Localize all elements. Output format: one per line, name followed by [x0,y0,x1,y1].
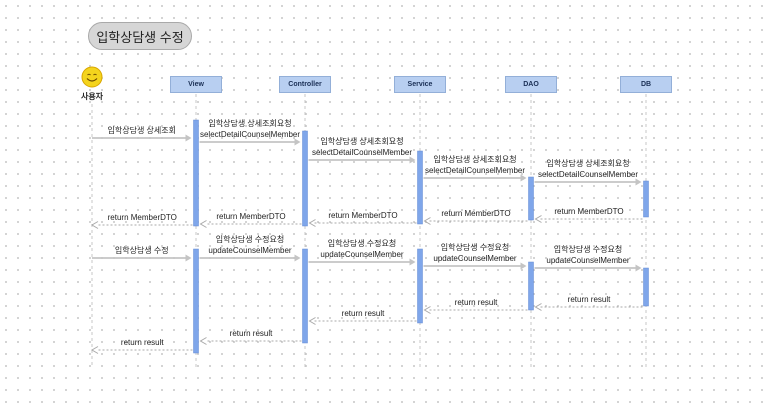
diagram-title: 입학상담생 수정 [88,22,192,50]
arrow-head [520,174,527,182]
arrow-head [294,254,301,262]
message-label: 입학상담생 수정요청 [216,234,284,244]
message-label: return result [121,338,164,347]
message-label: return result [455,298,498,307]
message-label: 입학상담생 상세조회요청 [433,154,516,164]
arrow-head [294,138,301,146]
message-label: 입학상담생 상세조회요청 [546,158,629,168]
message-label: return MemberDTO [328,211,397,220]
arrow-head [635,178,642,186]
lane-header-service: Service [394,76,446,93]
arrow-head [199,337,207,345]
message-label: return MemberDTO [441,209,510,218]
message-label: selectDetailCounselMember [538,170,638,179]
smiley-face-icon [81,66,103,88]
lane-header-dao: DAO [505,76,557,93]
arrow-head [409,258,416,266]
message-label: return result [568,295,611,304]
arrow-head [534,303,542,311]
arrow-head [520,262,527,270]
message-label: 입학상담생 수정요청 [554,244,622,254]
arrow-head [91,346,99,354]
arrow-head [308,219,316,227]
lane-header-view: View [170,76,222,93]
arrow-head [423,217,431,225]
activation-bar-db [643,180,649,218]
message-label: selectDetailCounselMember [425,166,525,175]
activation-bar-dao [528,261,534,311]
message-label: 입학상담생 수정 [115,245,169,255]
message-label: return MemberDTO [216,212,285,221]
message-label: updateCounselMember [208,246,291,255]
lane-header-db: DB [620,76,672,93]
message-label: return MemberDTO [108,213,177,222]
activation-bar-dao [528,176,534,221]
message-label: updateCounselMember [320,250,403,259]
arrow-head [199,220,207,228]
activation-bar-service [417,248,423,324]
message-label: updateCounselMember [546,256,629,265]
message-label: 입학상담생 수정요청 [328,238,396,248]
actor-label: 사용자 [80,92,104,101]
activation-bar-view [193,119,199,227]
activation-bar-db [643,267,649,307]
message-label: 입학상담생 상세조회요청 [320,136,403,146]
message-label: 입학상담생 상세조회요청 [208,118,291,128]
message-label: return result [230,329,273,338]
message-label: return MemberDTO [554,207,623,216]
message-label: 입학상담생 수정요청 [441,242,509,252]
arrow-head [409,156,416,164]
activation-bar-controller [302,248,308,344]
message-label: selectDetailCounselMember [312,148,412,157]
message-label: selectDetailCounselMember [200,130,300,139]
activation-bar-view [193,248,199,354]
message-label: 입학상담생 상세조회 [108,125,176,135]
arrow-head [534,215,542,223]
arrow-head [185,254,192,262]
message-label: return result [342,309,385,318]
arrow-head [635,264,642,272]
arrow-head [185,134,192,142]
arrow-head [91,221,99,229]
lane-header-controller: Controller [279,76,331,93]
arrow-head [423,306,431,314]
activation-bar-service [417,150,423,225]
activation-bar-controller [302,130,308,227]
arrow-head [308,317,316,325]
message-label: updateCounselMember [433,254,516,263]
